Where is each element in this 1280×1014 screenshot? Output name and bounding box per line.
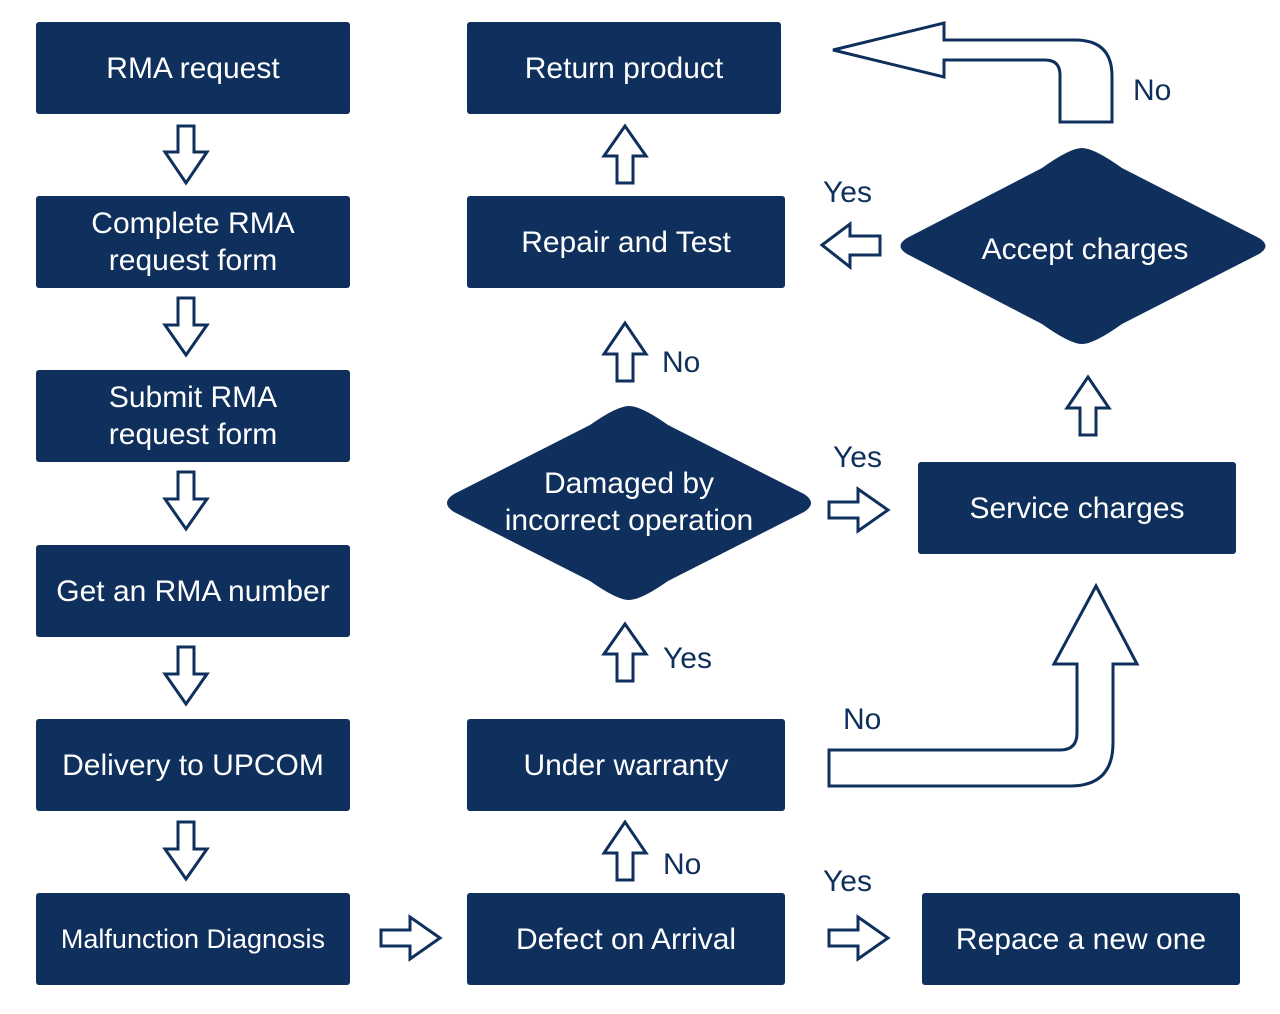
diamond-damaged [447,406,811,600]
step-complete-form: Complete RMA request form [36,196,350,288]
arrow-down-2 [162,296,210,358]
arrow-right-diagnosis [379,914,443,962]
label-no-warranty: No [843,703,882,736]
step-repair-test: Repair and Test [467,196,785,288]
label-yes-warranty: Yes [663,642,712,675]
step-label: Return product [524,51,724,85]
step-label: Under warranty [523,748,729,782]
diamond-accept [900,148,1266,344]
step-under-warranty: Under warranty [467,719,785,811]
label-yes-accept: Yes [823,176,872,209]
arrow-up-warranty-yes [601,621,649,683]
step-label: Malfunction Diagnosis [60,923,326,954]
step-malfunction-diagnosis: Malfunction Diagnosis [36,893,350,985]
label-no-return: No [1133,74,1172,107]
step-submit-form: Submit RMA request form [36,370,350,462]
step-replace-new: Repace a new one [922,893,1240,985]
step-label: RMA request [106,51,280,85]
arrow-bent-warranty-no [827,582,1140,788]
step-label: Complete RMA request form [91,207,295,277]
step-defect-on-arrival: Defect on Arrival [467,893,785,985]
arrow-up-doa-no [601,819,649,882]
arrow-down-4 [162,645,210,707]
arrow-down-3 [162,470,210,532]
decision-accept-label: Accept charges [981,233,1189,266]
arrow-up-damaged-no [601,320,649,383]
decision-damaged-label: Damaged by incorrect operation [504,467,754,537]
label-yes-doa: Yes [823,865,872,898]
label-no-damaged: No [662,346,701,379]
arrow-right-doa-yes [827,914,891,962]
step-label: Get an RMA number [56,574,330,608]
arrow-bent-accept-no [832,21,1114,124]
step-label: Defect on Arrival [515,922,737,956]
arrow-up-service [1064,374,1112,437]
step-label: Submit RMA request form [108,381,278,451]
step-return-product: Return product [467,22,781,114]
step-label: Repair and Test [521,225,731,259]
arrow-up-repair [601,123,649,185]
step-service-charges: Service charges [918,462,1236,554]
step-rma-request: RMA request [36,22,350,114]
step-label: Repace a new one [955,922,1207,956]
step-label: Service charges [969,491,1185,525]
arrow-right-damaged-yes [827,486,891,534]
step-label: Delivery to UPCOM [62,748,324,782]
arrow-down-1 [162,124,210,186]
step-delivery: Delivery to UPCOM [36,719,350,811]
arrow-left-accept-yes [819,221,882,271]
label-no-doa: No [663,848,702,881]
step-get-rma-number: Get an RMA number [36,545,350,637]
arrow-down-5 [162,820,210,882]
label-yes-damaged: Yes [833,441,882,474]
